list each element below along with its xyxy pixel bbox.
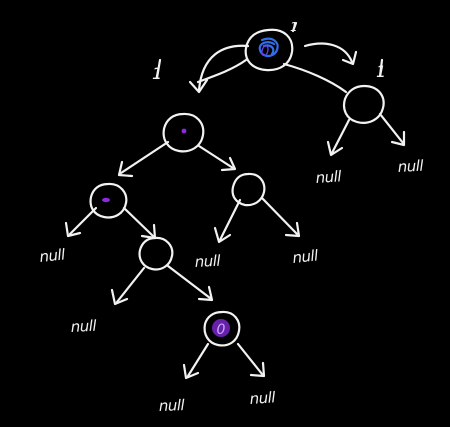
edge-b-null <box>68 206 98 236</box>
edge-label-left: 1 <box>152 64 162 83</box>
edge-b-d <box>122 206 155 238</box>
root-scribble <box>258 37 279 58</box>
arrowhead-e-null-right <box>249 361 266 378</box>
edge-label-right: 1 <box>376 62 386 81</box>
edge-r-null-left <box>330 118 351 155</box>
arrowhead-c-null-right <box>284 221 301 238</box>
target-node-contents: 0 <box>212 319 230 338</box>
arrowhead-a-c <box>220 156 237 172</box>
edge-root-left <box>197 44 250 92</box>
arrowhead-r-null-right <box>390 130 406 147</box>
tree-nodes <box>89 28 385 347</box>
node-e <box>203 310 241 347</box>
edge-c-null-right <box>260 196 299 236</box>
root-top-label: 1 <box>290 20 298 34</box>
arrowhead-r-null-left <box>326 140 344 157</box>
null-label: null <box>159 396 186 415</box>
edge-label-left-mark <box>155 58 162 80</box>
edge-r-null-right <box>378 112 405 145</box>
edge-d-e <box>166 264 212 300</box>
null-label: null <box>194 252 222 271</box>
arrowhead-b-null <box>64 221 82 238</box>
arrowhead-d-e <box>197 285 214 302</box>
null-label: null <box>249 388 277 408</box>
target-node-digit: 0 <box>217 322 226 338</box>
edge-a-c <box>197 144 235 170</box>
edge-root-right <box>303 42 354 64</box>
node-b-mark <box>102 197 110 203</box>
node-highlight-marks <box>102 128 187 203</box>
node-root <box>244 28 294 72</box>
root-digit: 0 <box>261 44 270 60</box>
edge-root-curve-right <box>282 62 348 94</box>
edge-e-null-left <box>186 342 210 378</box>
edge-a-b <box>119 140 170 175</box>
tree-edges <box>64 42 406 380</box>
null-label: null <box>315 167 343 187</box>
target-node-fill <box>212 319 230 337</box>
node-d <box>138 236 174 271</box>
node-b <box>89 182 128 219</box>
root-contents: 0 <box>258 37 279 60</box>
arrowhead-e-null-left <box>182 363 200 380</box>
arrowhead-c-null-left <box>213 226 232 244</box>
edge-root-curve-left <box>196 58 248 84</box>
node-a <box>162 112 205 153</box>
edge-labels <box>155 21 384 80</box>
edge-label-digits: 1 1 1 <box>152 20 386 83</box>
arrowhead-d-null <box>110 288 129 306</box>
edge-d-null <box>115 266 146 304</box>
edge-e-null-right <box>236 342 264 376</box>
null-label: null <box>70 317 98 336</box>
null-label: null <box>292 246 320 267</box>
node-a-mark <box>181 128 187 134</box>
arrowhead-root-right <box>341 50 358 66</box>
node-root-right <box>342 84 385 124</box>
edge-c-null-left <box>218 198 242 242</box>
null-labels: null null null null null null null null <box>39 157 425 415</box>
arrowhead-root-left <box>188 78 209 94</box>
edge-label-right-mark <box>378 58 384 78</box>
root-top-label-mark <box>291 21 298 33</box>
null-label: null <box>39 245 67 266</box>
arrowhead-a-b <box>117 160 134 178</box>
node-c <box>231 172 266 207</box>
null-label: null <box>397 157 425 176</box>
